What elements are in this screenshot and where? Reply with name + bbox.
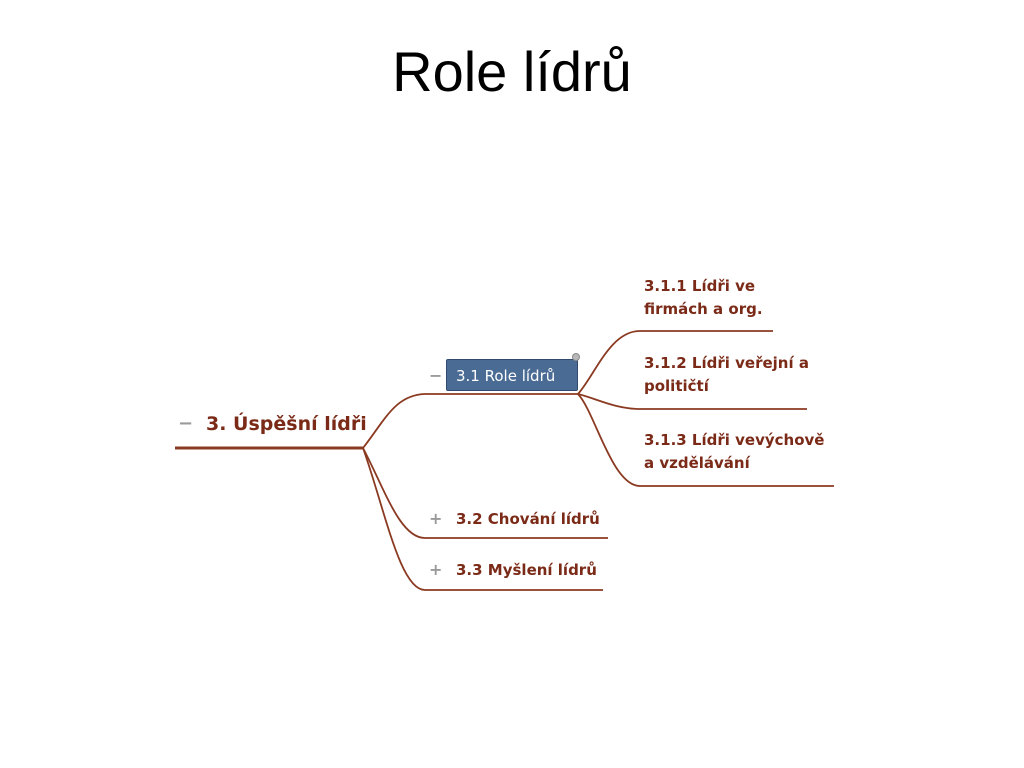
- node-3-2-label[interactable]: 3.2 Chování lídrů: [456, 510, 600, 528]
- node-3-1-selected[interactable]: [446, 359, 578, 391]
- node-3-1-collapse-toggle[interactable]: −: [429, 366, 443, 385]
- leaf-3-1-2-label[interactable]: 3.1.2 Lídři veřejní a političtí: [644, 354, 809, 395]
- leaf-3-1-3-label[interactable]: 3.1.3 Lídři vevýchově a vzdělávání: [644, 431, 825, 472]
- page-title: Role lídrů: [392, 40, 632, 103]
- root-node-label[interactable]: 3. Úspěšní lídři: [206, 413, 367, 435]
- node-3-3-expand-toggle[interactable]: +: [429, 560, 443, 579]
- node-3-2-expand-toggle[interactable]: +: [429, 509, 443, 528]
- leaf-3-1-1-label[interactable]: 3.1.1 Lídři ve firmách a org.: [644, 277, 763, 318]
- connector-3-1-leaf-3: [577, 393, 834, 487]
- node-3-3-label[interactable]: 3.3 Myšlení lídrů: [456, 561, 597, 579]
- node-resize-handle[interactable]: [572, 353, 580, 361]
- connector-3-1-leaf-1: [577, 330, 773, 395]
- connector-root-3-3: [362, 447, 603, 591]
- connector-root-3-1: [362, 393, 578, 449]
- connector-3-1-leaf-2: [577, 393, 807, 410]
- connector-root-3-2: [362, 447, 608, 539]
- root-collapse-toggle[interactable]: −: [178, 413, 194, 434]
- node-3-1-label[interactable]: 3.1 Role lídrů: [456, 367, 556, 385]
